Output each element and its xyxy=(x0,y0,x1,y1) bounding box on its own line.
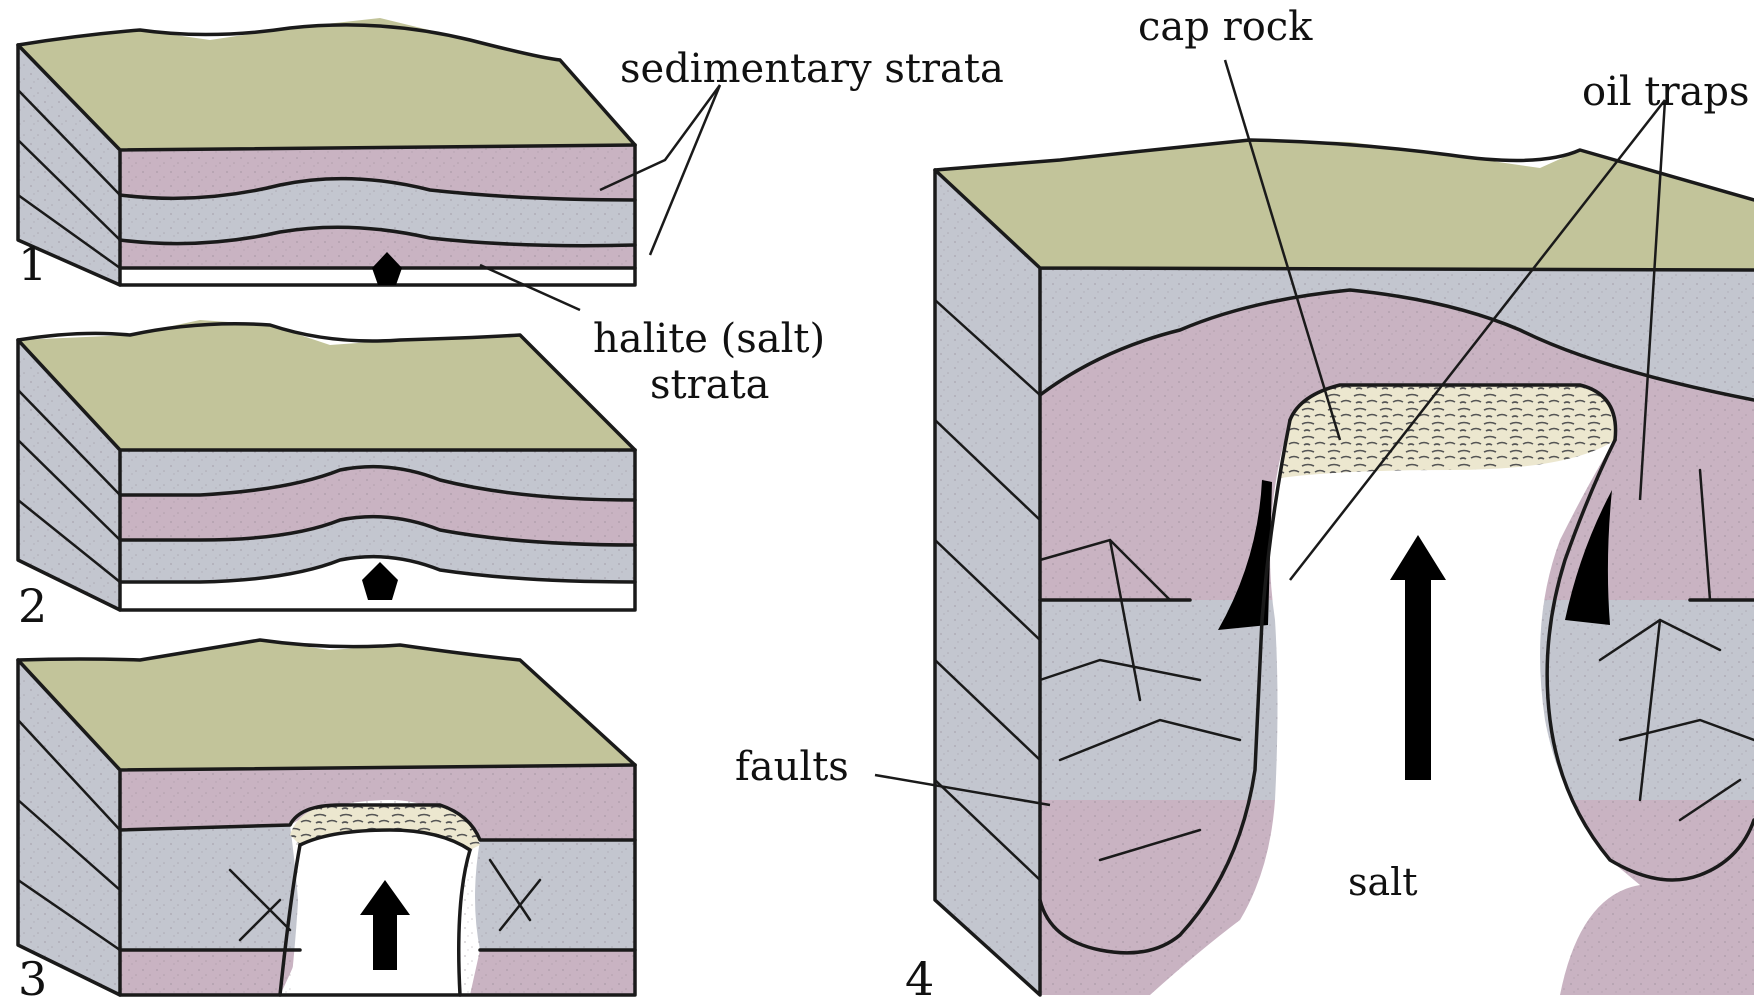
stage-1-top-surface xyxy=(18,18,635,150)
halite-strata-label-line1: halite (salt) xyxy=(593,316,825,362)
sedimentary-strata-label: sedimentary strata xyxy=(620,46,1004,92)
stage-1-number: 1 xyxy=(18,237,47,291)
halite-strata-label-line2: strata xyxy=(650,362,770,408)
stage-4-block: 4 xyxy=(905,140,1754,1000)
stage-4-number: 4 xyxy=(905,952,934,1000)
salt-label: salt xyxy=(1348,860,1418,904)
stage-2-block: 2 xyxy=(18,320,635,633)
faults-label: faults xyxy=(735,744,849,790)
stage-3-number: 3 xyxy=(18,952,47,1000)
oil-traps-label: oil traps xyxy=(1582,69,1750,115)
stage-2-number: 2 xyxy=(18,579,47,633)
stage-1-block: 1 xyxy=(18,18,635,291)
stage-3-block: 3 xyxy=(18,640,635,1000)
cap-rock-label: cap rock xyxy=(1138,4,1313,50)
